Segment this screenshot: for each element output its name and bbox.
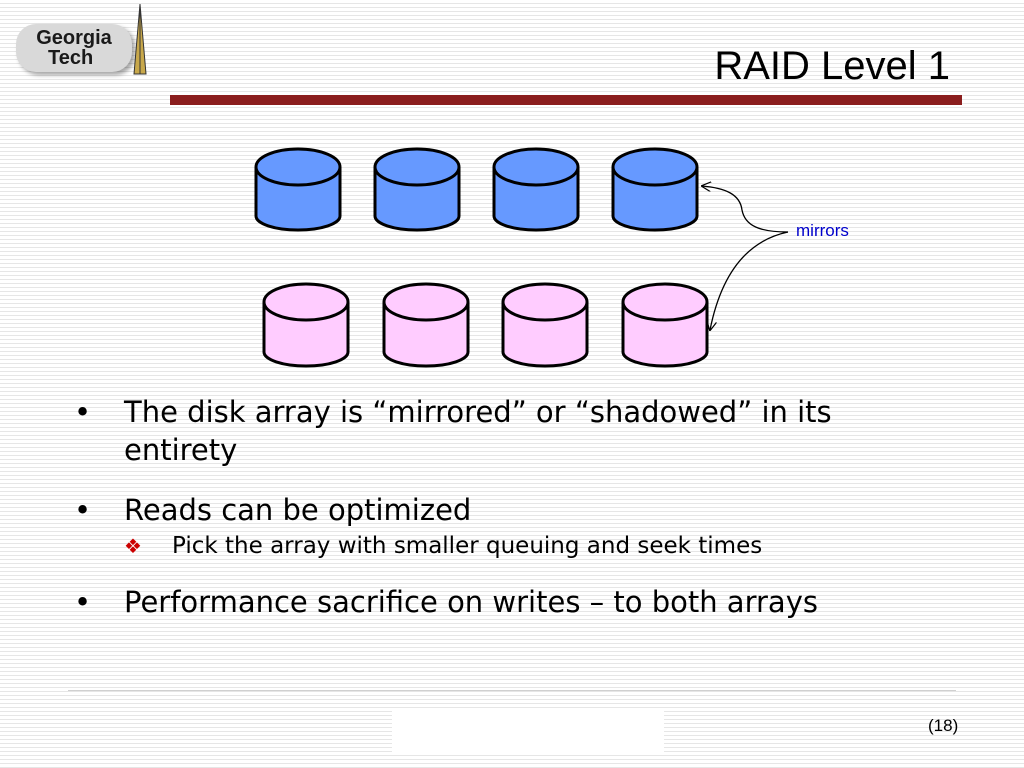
logo-badge [16,24,132,72]
raid-diagram [254,147,789,368]
primary-disk-4 [611,147,699,232]
page-number: (18) [928,716,959,735]
bullet-item: • Performance sacrifice on writes – to b… [74,583,954,621]
bullet-item: • Reads can be optimized [74,491,954,529]
diamond-bullet-icon: ❖ [124,534,142,558]
primary-disk-3 [492,147,580,232]
logo-text-tech: Tech [48,47,94,69]
bullet-text: Performance sacrifice on writes – to bot… [124,585,818,619]
mirror-disk-2 [382,282,470,368]
mirror-disk-3 [501,282,589,368]
bullet-dot-icon: • [74,585,92,619]
primary-disk-2 [373,147,461,232]
bullet-dot-icon: • [74,493,92,527]
tech-tower-icon [133,4,147,75]
mirror-disk-4 [621,282,709,368]
bullet-dot-icon: • [74,395,92,429]
footer-divider [68,690,956,691]
title-underline [170,95,962,105]
bullet-list: • The disk array is “mirrored” or “shado… [74,393,954,643]
sub-bullet-text: Pick the array with smaller queuing and … [172,533,763,559]
mirror-disk-1 [262,282,350,368]
footer-blank-box [392,710,664,752]
mirrors-label: mirrors [796,221,849,240]
slide-title: RAID Level 1 [714,44,950,88]
georgia-tech-logo: Georgia Tech [14,4,154,82]
primary-disk-1 [254,147,342,232]
logo-text-georgia: Georgia [36,27,112,49]
mirror-arrow-upper [702,186,789,233]
bullet-text: The disk array is “mirrored” or “shadowe… [124,395,832,467]
bullet-text: Reads can be optimized [124,493,472,527]
mirror-arrow-lower [710,231,789,330]
bullet-item: • The disk array is “mirrored” or “shado… [74,393,954,469]
sub-bullet-item: ❖ Pick the array with smaller queuing an… [74,531,954,561]
